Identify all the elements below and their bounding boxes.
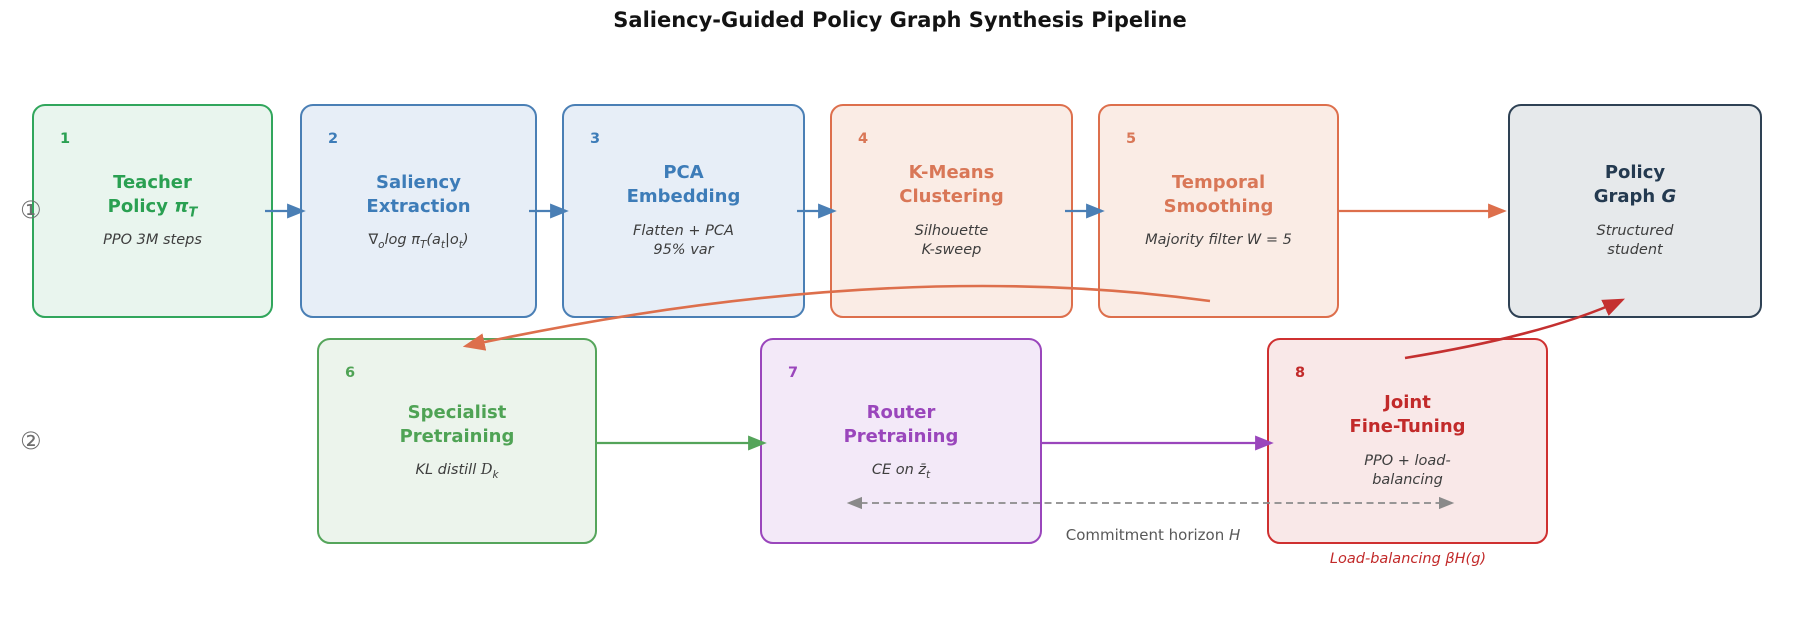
diagram-title: Saliency-Guided Policy Graph Synthesis P… bbox=[613, 8, 1187, 32]
stage-number: 3 bbox=[590, 131, 601, 147]
stage-subtitle: Majority filter W = 5 bbox=[1145, 232, 1292, 249]
row-2-label: ② bbox=[20, 427, 42, 455]
stage-number: 6 bbox=[345, 365, 356, 381]
stage-subtitle: PPO 3M steps bbox=[103, 232, 202, 249]
stage-subtitle: PPO + load-balancing bbox=[1364, 452, 1451, 489]
stage-subtitle: KL distill Dk bbox=[415, 462, 499, 482]
stage-number: 2 bbox=[328, 131, 339, 147]
commitment-horizon-label: Commitment horizon H bbox=[1065, 526, 1241, 544]
stage-number: 4 bbox=[858, 131, 869, 147]
stage-number: 8 bbox=[1295, 365, 1306, 381]
stage-subtitle: CE on z̄t bbox=[871, 462, 931, 482]
stage-number: 1 bbox=[60, 131, 71, 147]
stage-number: 5 bbox=[1126, 131, 1137, 147]
row-1-label: ① bbox=[20, 196, 42, 224]
stage-subtitle: ∇olog πT(at|ot) bbox=[368, 232, 469, 252]
load-balancing-label: Load-balancing βH(g) bbox=[1329, 551, 1487, 567]
stage-number: 7 bbox=[788, 365, 799, 381]
